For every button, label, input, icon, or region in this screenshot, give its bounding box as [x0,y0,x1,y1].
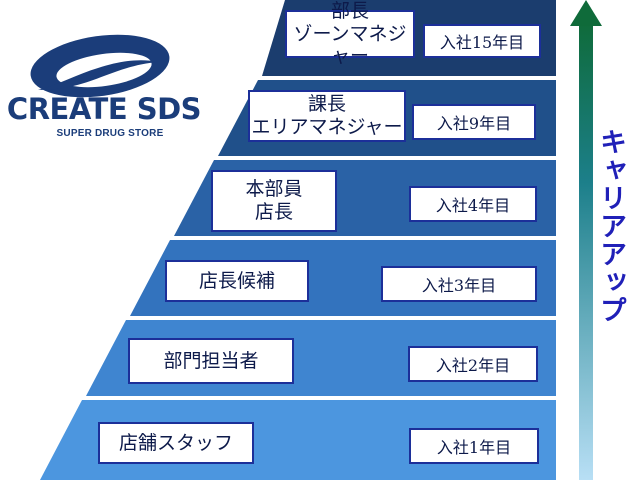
brand-logo [30,34,170,98]
tier-2: 課長 エリアマネジャー 入社9年目 [230,80,556,142]
year-box: 入社4年目 [409,186,537,222]
position-box: 店長候補 [165,260,309,302]
position-title: 部長 [330,0,369,22]
position-title: 課長 [307,93,346,116]
position-subtitle: ゾーンマネジャー [293,22,407,68]
brand-name: CREATE SDS [6,92,202,126]
year-box: 入社9年目 [412,104,536,140]
position-box: 部長 ゾーンマネジャー [285,0,415,67]
tier-1: 部長 ゾーンマネジャー 入社15年目 [285,0,556,67]
year-box: 入社1年目 [409,428,539,464]
position-title: 本部員 [245,178,303,201]
position-box: 課長 エリアマネジャー [248,90,406,142]
position-box: 店舗スタッフ [98,422,254,464]
position-title: 部門担当者 [163,349,259,372]
year-box: 入社15年目 [423,24,541,58]
year-box: 入社3年目 [381,266,537,302]
brand-tagline: SUPER DRUG STORE [56,128,164,139]
position-title: 店長候補 [198,269,275,292]
position-box: 本部員 店長 [211,170,337,232]
tier-5: 部門担当者 入社2年目 [90,320,556,384]
year-box: 入社2年目 [408,346,538,382]
tier-3: 本部員 店長 入社4年目 [175,160,556,232]
tier-6: 店舗スタッフ 入社1年目 [46,400,556,464]
position-title: 店舗スタッフ [118,431,233,454]
position-subtitle: 店長 [254,201,293,223]
career-up-arrow-icon [570,0,602,480]
tier-4: 店長候補 入社3年目 [135,240,556,302]
logo-s-mark-icon [30,34,170,98]
position-subtitle: エリアマネジャー [251,116,403,138]
position-box: 部門担当者 [128,338,294,384]
career-up-label: キャリアアップ [595,128,626,324]
